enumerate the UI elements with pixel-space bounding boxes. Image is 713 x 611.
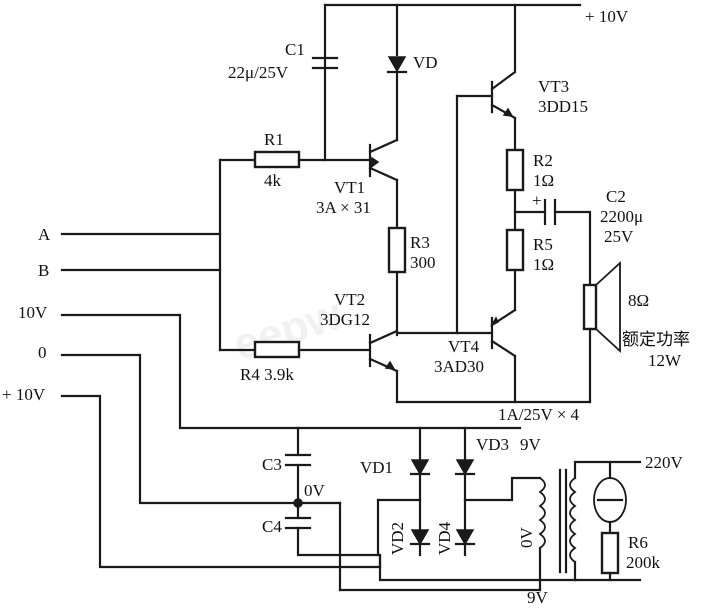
bias-network [218,150,370,359]
resistor-r3 [387,178,407,337]
speaker [582,260,621,404]
capacitor-c1 [311,56,339,70]
label-speaker-value: 8Ω [628,291,649,310]
label-speaker-power-label: 额定功率 [622,330,690,349]
diode-vd [386,56,408,142]
label-vt3-name: VT3 [538,77,569,96]
label-c2-name: C2 [606,187,626,206]
supply-rail [323,3,582,162]
label-vd2: VD2 [388,522,407,555]
label-r2-name: R2 [533,151,553,170]
label-nine-v-top: 9V [520,435,542,454]
label-vd3: VD3 [476,435,509,454]
label-vd4: VD4 [435,521,454,555]
output-resistors [505,116,547,312]
label-zero-v-transformer: 0V [517,527,536,549]
label-vd: VD [413,53,438,72]
label-r1-name: R1 [264,130,284,149]
transistor-vt1 [368,138,399,182]
label-r1-value: 4k [264,171,282,190]
input-lines [60,232,522,569]
transistor-vt3 [455,70,517,335]
label-c1-name: C1 [285,40,305,59]
label-mains: 220V [645,453,684,472]
label-supply-pos: + 10V [585,7,629,26]
label-vt4-type: 3AD30 [434,357,484,376]
label-c2-volt: 25V [604,227,634,246]
label-c3: C3 [262,455,282,474]
transistor-vt2 [368,329,459,404]
label-r2-value: 1Ω [533,171,554,190]
label-vt1-type: 3A × 31 [316,198,371,217]
label-input-zero: 0 [38,343,47,362]
label-c2-value: 2200μ [600,207,643,226]
label-c1-value: 22μ/25V [228,63,289,82]
label-input-a: A [38,225,51,244]
label-r5-value: 1Ω [533,255,554,274]
label-vt4-name: VT4 [448,337,480,356]
label-r5-name: R5 [533,235,553,254]
label-c4: C4 [262,517,282,536]
label-input-10v: 10V [18,303,48,322]
label-vt3-type: 3DD15 [538,97,588,116]
capacitor-c2 [543,198,592,287]
power-supply [284,426,642,592]
label-speaker-power: 12W [648,351,682,370]
label-r3-value: 300 [410,253,436,272]
label-vt1-name: VT1 [334,178,365,197]
label-r3-name: R3 [410,233,430,252]
label-c2-plus: + [532,191,542,210]
label-zero-v: 0V [304,481,326,500]
transistor-vt4 [455,308,517,404]
label-input-pos10: + 10V [2,385,46,404]
label-vt2-name: VT2 [334,290,365,309]
label-r6-value: 200k [626,553,661,572]
label-nine-v-bottom: 9V [527,588,549,607]
label-r6-name: R6 [628,533,648,552]
label-vt2-type: 3DG12 [320,310,370,329]
label-r4: R4 3.9k [240,365,294,384]
label-vd1: VD1 [360,458,393,477]
label-input-b: B [38,261,49,280]
label-diode-rating: 1A/25V × 4 [498,405,580,424]
